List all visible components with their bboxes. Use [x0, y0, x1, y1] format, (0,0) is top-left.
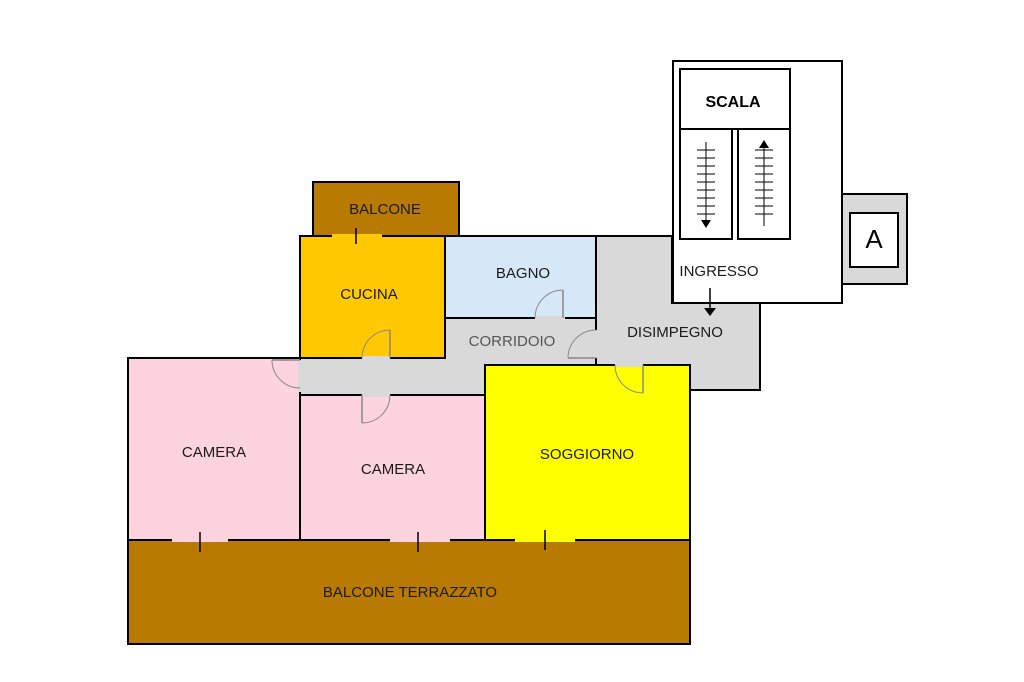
arrow-down-icon [701, 220, 711, 228]
entrance-arrow-icon [704, 308, 716, 316]
label-disimpegno: DISIMPEGNO [627, 324, 723, 341]
label-cucina: CUCINA [340, 286, 398, 303]
arrow-up-icon [759, 140, 769, 148]
scala-header [679, 68, 791, 130]
label-soggiorno: SOGGIORNO [540, 446, 634, 463]
room-camera-2 [299, 394, 486, 541]
room-soggiorno [484, 364, 691, 541]
room-camera-1 [127, 357, 301, 541]
stair-treads-down [697, 142, 715, 222]
label-scala: SCALA [705, 94, 761, 111]
room-bagno [444, 235, 597, 319]
window-ticks [199, 228, 546, 552]
door-openings [172, 234, 643, 542]
label-balcone-terrazzato: BALCONE TERRAZZATO [323, 584, 497, 601]
label-camera-1: CAMERA [182, 444, 246, 461]
label-camera-2: CAMERA [361, 461, 425, 478]
lift-box [849, 212, 899, 268]
label-ascensore: A [865, 224, 883, 254]
room-balcone-terrazzato [127, 539, 691, 645]
room-balcone [312, 181, 460, 237]
door-swings [271, 289, 644, 424]
label-bagno: BAGNO [496, 265, 550, 282]
label-corridoio: CORRIDOIO [469, 333, 556, 350]
corridor-area [300, 318, 598, 395]
label-ingresso: INGRESSO [679, 263, 758, 280]
stair-treads-up [755, 146, 773, 226]
label-balcone: BALCONE [349, 201, 421, 218]
